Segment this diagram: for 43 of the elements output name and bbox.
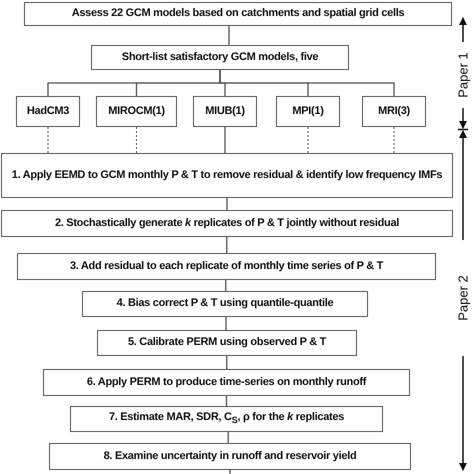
process-box [49,443,411,470]
connector-line [226,356,228,369]
connector-line [225,317,227,330]
connector-line [226,396,228,406]
paper-label: Paper 1 [456,52,470,98]
connector-line [136,126,137,154]
step-text: 6. Apply PERM to produce time-series on monthly runoff [86,376,366,390]
step-text: Assess 22 GCM models based on catchments and spatial grid cells [72,7,404,21]
process-box [97,330,357,356]
process-box [70,406,383,432]
connector-line [228,26,230,45]
connector-line [226,237,228,253]
connector-line [225,280,226,291]
process-box [96,96,177,127]
step-text: 5. Calibrate PERM using observed P & T [128,336,326,350]
step-text: 8. Examine uncertainty in runoff and reservoir yield [104,450,356,464]
step-text: MIROCM(1) [108,104,165,118]
step-text: MIUB(1) [205,104,245,118]
connector-line [219,70,395,96]
process-box [1,210,453,237]
process-box [1,153,453,198]
step-text: 2. Stochastically generate k replicates of P & T jointly without residual [54,216,400,230]
process-box [24,2,452,26]
step-text: MRI(3) [378,104,410,118]
process-box [362,96,426,127]
process-box [43,369,410,396]
step-text: Short-list satisfactory GCM models, five [122,50,318,64]
process-box [193,96,257,127]
step-text: 1. Apply EEMD to GCM monthly P & T to remove residual & identify low frequency IMFs [12,168,442,182]
process-box [17,253,436,280]
step-text: HadCM3 [26,104,70,118]
step-text: 4. Bias correct P & T using quantile-quantile [116,297,334,311]
connector-line [224,127,226,153]
connector-line [226,198,228,210]
step-text: 7. Estimate MAR, SDR, C$_{S}$, ρ for the k replicates [108,411,344,427]
process-box [276,96,340,127]
step-text: MPI(1) [292,104,324,118]
process-box [16,96,80,127]
process-box [82,291,368,317]
paper-label: Paper 2 [456,275,470,321]
step-text: 3. Add residual to each replicate of monthly time series of P & T [70,260,384,274]
connector-line [228,432,229,443]
process-box [91,45,349,70]
